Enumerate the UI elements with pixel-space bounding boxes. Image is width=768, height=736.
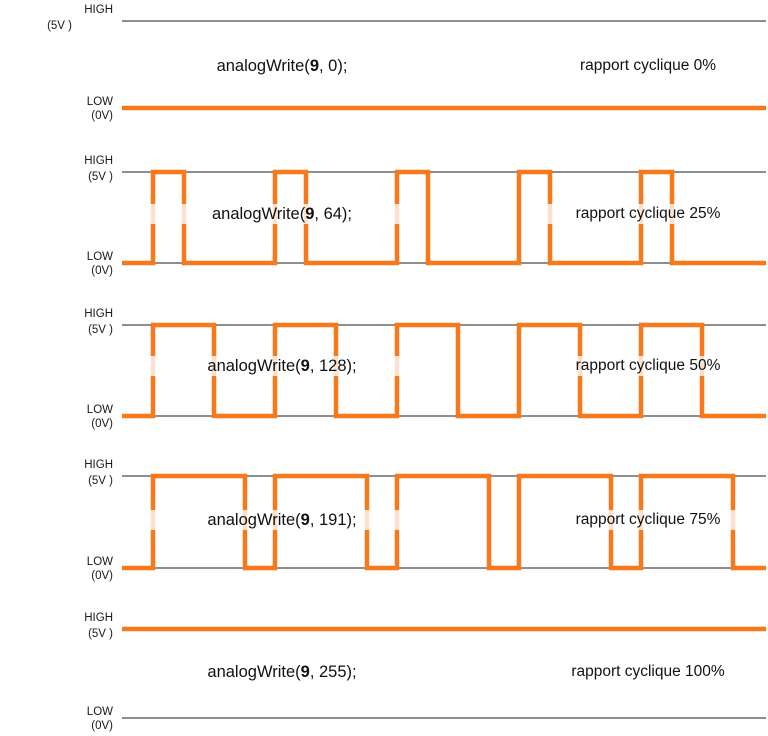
duty-cycle-caption: rapport cyclique 100% <box>523 662 768 682</box>
low-voltage-label: (0V) <box>91 720 113 732</box>
waveform-svg <box>122 626 766 719</box>
low-label: LOW <box>86 706 113 718</box>
code-pin-number: 9 <box>300 511 310 529</box>
high-label: HIGH <box>84 612 113 624</box>
code-prefix: analogWrite( <box>207 357 301 375</box>
high-voltage-label: (5V ) <box>88 324 113 336</box>
code-prefix: analogWrite( <box>207 663 301 681</box>
low-voltage-label: (0V) <box>91 418 113 430</box>
waveform-svg <box>122 20 766 111</box>
duty-cycle-caption: rapport cyclique 75% <box>523 510 768 530</box>
high-label: HIGH <box>84 155 113 167</box>
high-voltage-label: (5V ) <box>47 20 72 32</box>
waveform-svg <box>122 169 766 266</box>
pwm-waveform <box>122 322 766 419</box>
code-pin-number: 9 <box>309 57 319 75</box>
analogwrite-code-label: analogWrite(9, 0); <box>142 56 422 76</box>
duty-cycle-caption: rapport cyclique 50% <box>523 356 768 376</box>
high-label: HIGH <box>84 459 113 471</box>
low-label: LOW <box>86 96 113 108</box>
code-suffix: , 0); <box>319 57 348 75</box>
high-label: HIGH <box>84 4 113 16</box>
low-voltage-label: (0V) <box>91 110 113 122</box>
waveform-svg <box>122 322 766 419</box>
low-voltage-label: (0V) <box>91 570 113 582</box>
code-suffix: , 255); <box>309 663 357 681</box>
code-pin-number: 9 <box>305 205 315 223</box>
high-voltage-label: (5V ) <box>88 628 113 640</box>
high-voltage-label: (5V ) <box>88 171 113 183</box>
duty-cycle-caption: rapport cyclique 0% <box>523 56 768 76</box>
duty-cycle-caption: rapport cyclique 25% <box>523 204 768 224</box>
code-suffix: , 191); <box>309 511 357 529</box>
waveform-svg <box>122 473 766 571</box>
code-pin-number: 9 <box>300 357 310 375</box>
low-voltage-label: (0V) <box>91 265 113 277</box>
low-label: LOW <box>86 404 113 416</box>
analogwrite-code-label: analogWrite(9, 191); <box>142 510 422 530</box>
code-prefix: analogWrite( <box>216 57 310 75</box>
pwm-waveform <box>122 473 766 571</box>
code-prefix: analogWrite( <box>207 511 301 529</box>
analogwrite-code-label: analogWrite(9, 255); <box>142 662 422 682</box>
low-label: LOW <box>86 251 113 263</box>
high-voltage-label: (5V ) <box>88 475 113 487</box>
analogwrite-code-label: analogWrite(9, 128); <box>142 356 422 376</box>
pwm-waveform <box>122 169 766 266</box>
code-prefix: analogWrite( <box>211 205 306 223</box>
code-pin-number: 9 <box>300 663 310 681</box>
high-label: HIGH <box>84 308 113 320</box>
analogwrite-code-label: analogWrite(9, 64); <box>142 204 422 224</box>
code-suffix: , 128); <box>309 357 357 375</box>
code-suffix: , 64); <box>314 205 353 223</box>
low-label: LOW <box>86 556 113 568</box>
